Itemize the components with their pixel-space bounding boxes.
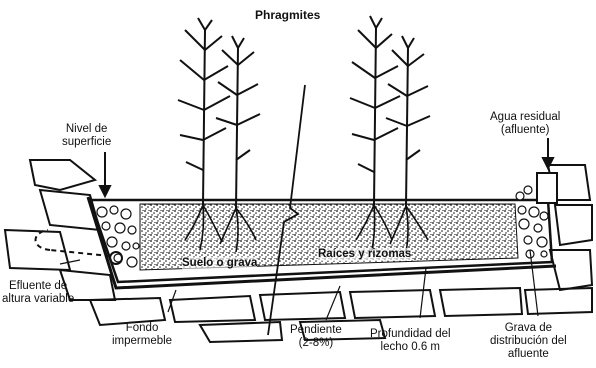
impermeable-bottom-label: Fondo impermeble [112,322,172,348]
variable-height-outflow-label: Efluente de altura variable [2,280,74,306]
phragmites-plants [178,16,430,208]
diagram-title: Phragmites [255,9,320,22]
roots-rhizomes-label: Raíces y rizomas [318,248,411,261]
surface-level-label: Nivel de superficie [62,123,111,149]
distribution-gravel-label: Grava de distribución del afluente [490,322,567,361]
inlet-pipe [537,173,557,203]
slope-label: Pendiente (2-8%) [290,324,342,350]
wastewater-inflow-label: Agua residual (afluente) [490,111,560,137]
bed-depth-label: Profundidad del lecho 0.6 m [370,328,451,354]
soil-gravel-label: Suelo o grava [182,257,257,270]
arrows [100,138,553,196]
